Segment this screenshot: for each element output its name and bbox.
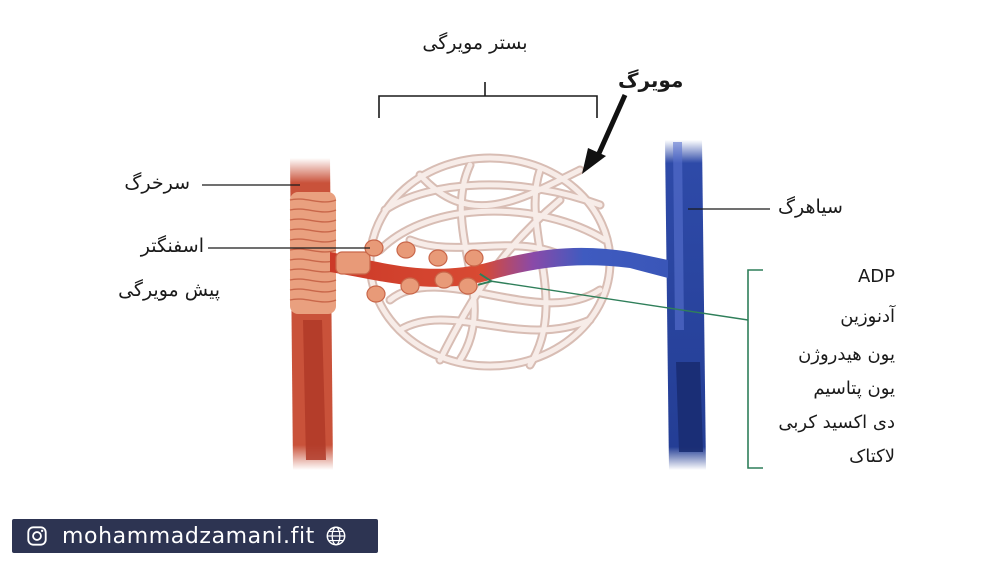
precapillary-label: پیش مویرگی (118, 279, 220, 301)
capillary-bed-label: بستر مویرگی (422, 32, 528, 54)
vein-vessel (665, 140, 706, 470)
metabolite-item: لاکتاک (849, 446, 895, 467)
instagram-icon[interactable] (26, 525, 48, 547)
metabolite-item: یون هیدروژن (798, 344, 895, 365)
globe-icon[interactable] (325, 525, 347, 547)
precapillary-sphincters (335, 239, 484, 303)
capillary-bed-bracket (378, 82, 598, 118)
metabolite-item: آدنوزین (840, 306, 895, 327)
footer-handle[interactable]: mohammadzamani.fit (62, 523, 315, 549)
sphincter-label: اسفنگتر (140, 235, 204, 257)
capillary-label: مویرگ (618, 68, 684, 92)
vein-label: سیاهرگ (778, 196, 843, 218)
artery-label: سرخرگ (124, 172, 190, 194)
footer-banner: mohammadzamani.fit (12, 519, 378, 553)
artery-vessel (289, 158, 337, 470)
metarteriole-channel (330, 247, 668, 287)
capillary-pointer-arrow (582, 93, 628, 174)
artery-smooth-muscle (289, 192, 337, 314)
metabolite-item: دی اکسید کربی (778, 412, 895, 433)
metabolites-bracket (490, 269, 763, 469)
metabolite-item: ADP (857, 266, 895, 287)
metabolite-item: یون پتاسیم (813, 378, 895, 399)
